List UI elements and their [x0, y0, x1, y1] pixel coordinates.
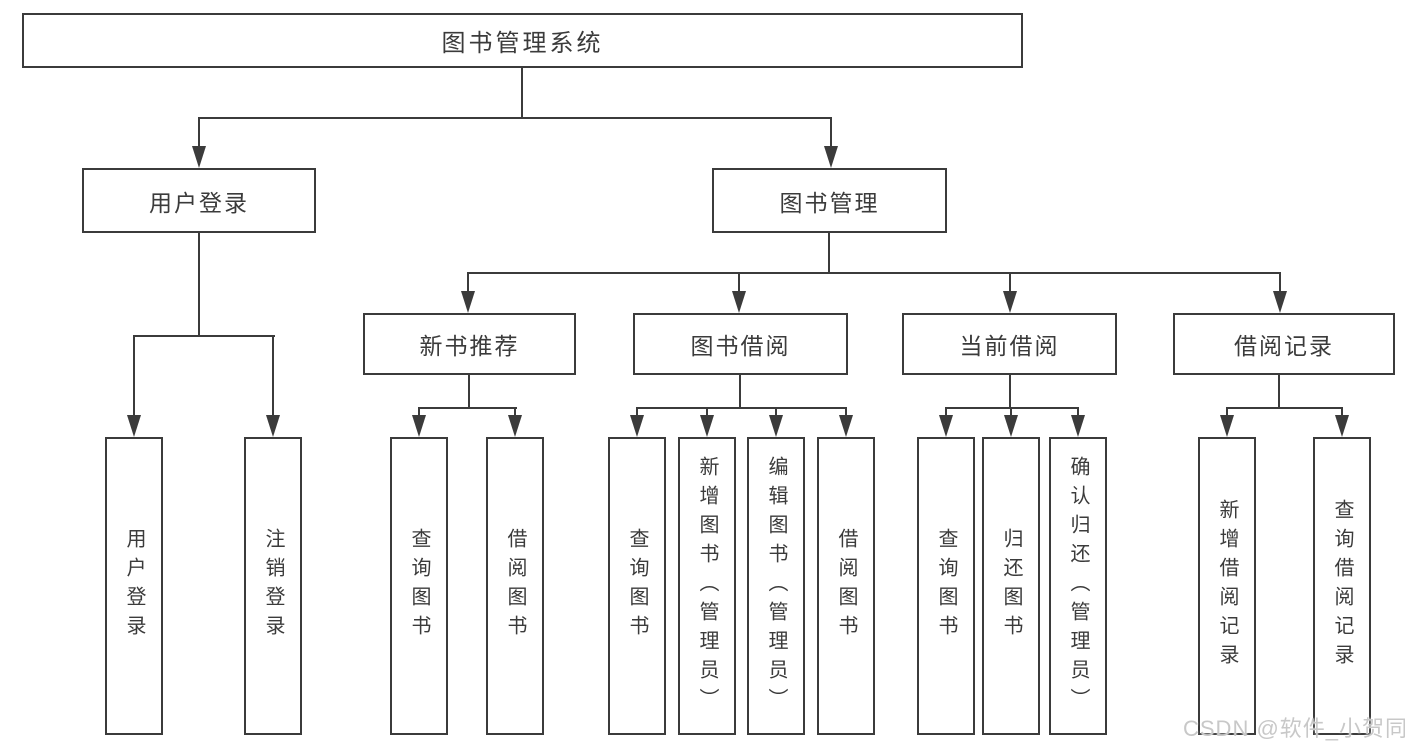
connector-line	[945, 407, 1079, 409]
leaf-query-books-current: 查询图书	[917, 437, 975, 735]
arrow-down-icon	[839, 415, 853, 437]
leaf-label: 编辑图书（管理员）	[765, 455, 787, 717]
leaf-label: 借阅图书	[504, 528, 526, 644]
connector-line	[636, 407, 847, 409]
leaf-query-borrow-record: 查询借阅记录	[1313, 437, 1371, 735]
connector-line	[198, 233, 200, 335]
leaf-edit-books-admin: 编辑图书（管理员）	[747, 437, 805, 735]
connector-line	[1279, 272, 1281, 291]
connector-line	[636, 407, 638, 417]
leaf-label: 查询图书	[935, 528, 957, 644]
leaf-add-books-admin: 新增图书（管理员）	[678, 437, 736, 735]
node-user-login: 用户登录	[82, 168, 316, 233]
arrow-down-icon	[1220, 415, 1234, 437]
node-label: 图书管理	[779, 189, 880, 216]
node-label: 图书借阅	[690, 333, 791, 359]
leaf-label: 查询图书	[626, 528, 648, 644]
node-library-management-system: 图书管理系统	[22, 13, 1023, 68]
arrow-down-icon	[700, 415, 714, 437]
leaf-label: 借阅图书	[835, 528, 857, 644]
leaf-query-books-borrowing: 查询图书	[608, 437, 666, 735]
connector-line	[775, 407, 777, 417]
connector-line	[739, 375, 741, 407]
connector-line	[738, 272, 740, 291]
connector-line	[828, 233, 830, 272]
leaf-add-borrow-record: 新增借阅记录	[1198, 437, 1256, 735]
node-book-borrowing: 图书借阅	[633, 313, 848, 375]
arrow-down-icon	[266, 415, 280, 437]
arrow-down-icon	[508, 415, 522, 437]
connector-line	[198, 117, 832, 119]
connector-line	[133, 335, 135, 415]
arrow-down-icon	[1273, 291, 1287, 313]
connector-line	[521, 68, 523, 117]
leaf-label: 新增借阅记录	[1216, 499, 1238, 673]
arrow-down-icon	[824, 146, 838, 168]
leaf-label: 确认归还（管理员）	[1067, 455, 1089, 717]
connector-line	[133, 335, 275, 337]
connector-line	[1010, 407, 1012, 417]
leaf-label: 新增图书（管理员）	[696, 455, 718, 717]
arrow-down-icon	[732, 291, 746, 313]
connector-line	[467, 272, 1281, 274]
connector-line	[945, 407, 947, 417]
connector-line	[845, 407, 847, 417]
arrow-down-icon	[192, 146, 206, 168]
node-new-book-recommendation: 新书推荐	[363, 313, 576, 375]
connector-line	[1226, 407, 1343, 409]
leaf-return-books: 归还图书	[982, 437, 1040, 735]
connector-line	[272, 335, 274, 415]
arrow-down-icon	[1003, 291, 1017, 313]
node-label: 图书管理系统	[441, 30, 604, 57]
leaf-confirm-return-admin: 确认归还（管理员）	[1049, 437, 1107, 735]
connector-line	[514, 407, 516, 417]
arrow-down-icon	[461, 291, 475, 313]
node-book-management: 图书管理	[712, 168, 947, 233]
node-current-borrowing: 当前借阅	[902, 313, 1117, 375]
leaf-borrow-books-recommend: 借阅图书	[486, 437, 544, 735]
arrow-down-icon	[1071, 415, 1085, 437]
leaf-query-books-recommend: 查询图书	[390, 437, 448, 735]
connector-line	[1009, 272, 1011, 291]
csdn-watermark: CSDN @软件_小贺同学	[1183, 716, 1405, 741]
node-label: 借阅记录	[1234, 333, 1334, 359]
leaf-user-login: 用户登录	[105, 437, 163, 735]
connector-line	[467, 272, 469, 291]
leaf-label: 注销登录	[262, 528, 284, 644]
arrow-down-icon	[412, 415, 426, 437]
connector-line	[1009, 375, 1011, 407]
node-label: 新书推荐	[419, 333, 520, 359]
connector-line	[1226, 407, 1228, 417]
arrow-down-icon	[1004, 415, 1018, 437]
leaf-label: 查询借阅记录	[1331, 499, 1353, 673]
node-label: 当前借阅	[959, 333, 1060, 359]
connector-line	[830, 117, 832, 148]
connector-line	[706, 407, 708, 417]
connector-line	[198, 117, 200, 148]
node-borrowing-records: 借阅记录	[1173, 313, 1395, 375]
node-label: 用户登录	[149, 189, 249, 216]
connector-line	[1341, 407, 1343, 417]
leaf-label: 用户登录	[123, 528, 145, 644]
arrow-down-icon	[939, 415, 953, 437]
arrow-down-icon	[127, 415, 141, 437]
connector-line	[418, 407, 420, 417]
arrow-down-icon	[1335, 415, 1349, 437]
connector-line	[418, 407, 517, 409]
leaf-label: 归还图书	[1000, 528, 1022, 644]
leaf-label: 查询图书	[408, 528, 430, 644]
arrow-down-icon	[630, 415, 644, 437]
leaf-borrow-books: 借阅图书	[817, 437, 875, 735]
connector-line	[468, 375, 470, 407]
arrow-down-icon	[769, 415, 783, 437]
connector-line	[1077, 407, 1079, 417]
connector-line	[1278, 375, 1280, 407]
leaf-logout: 注销登录	[244, 437, 302, 735]
